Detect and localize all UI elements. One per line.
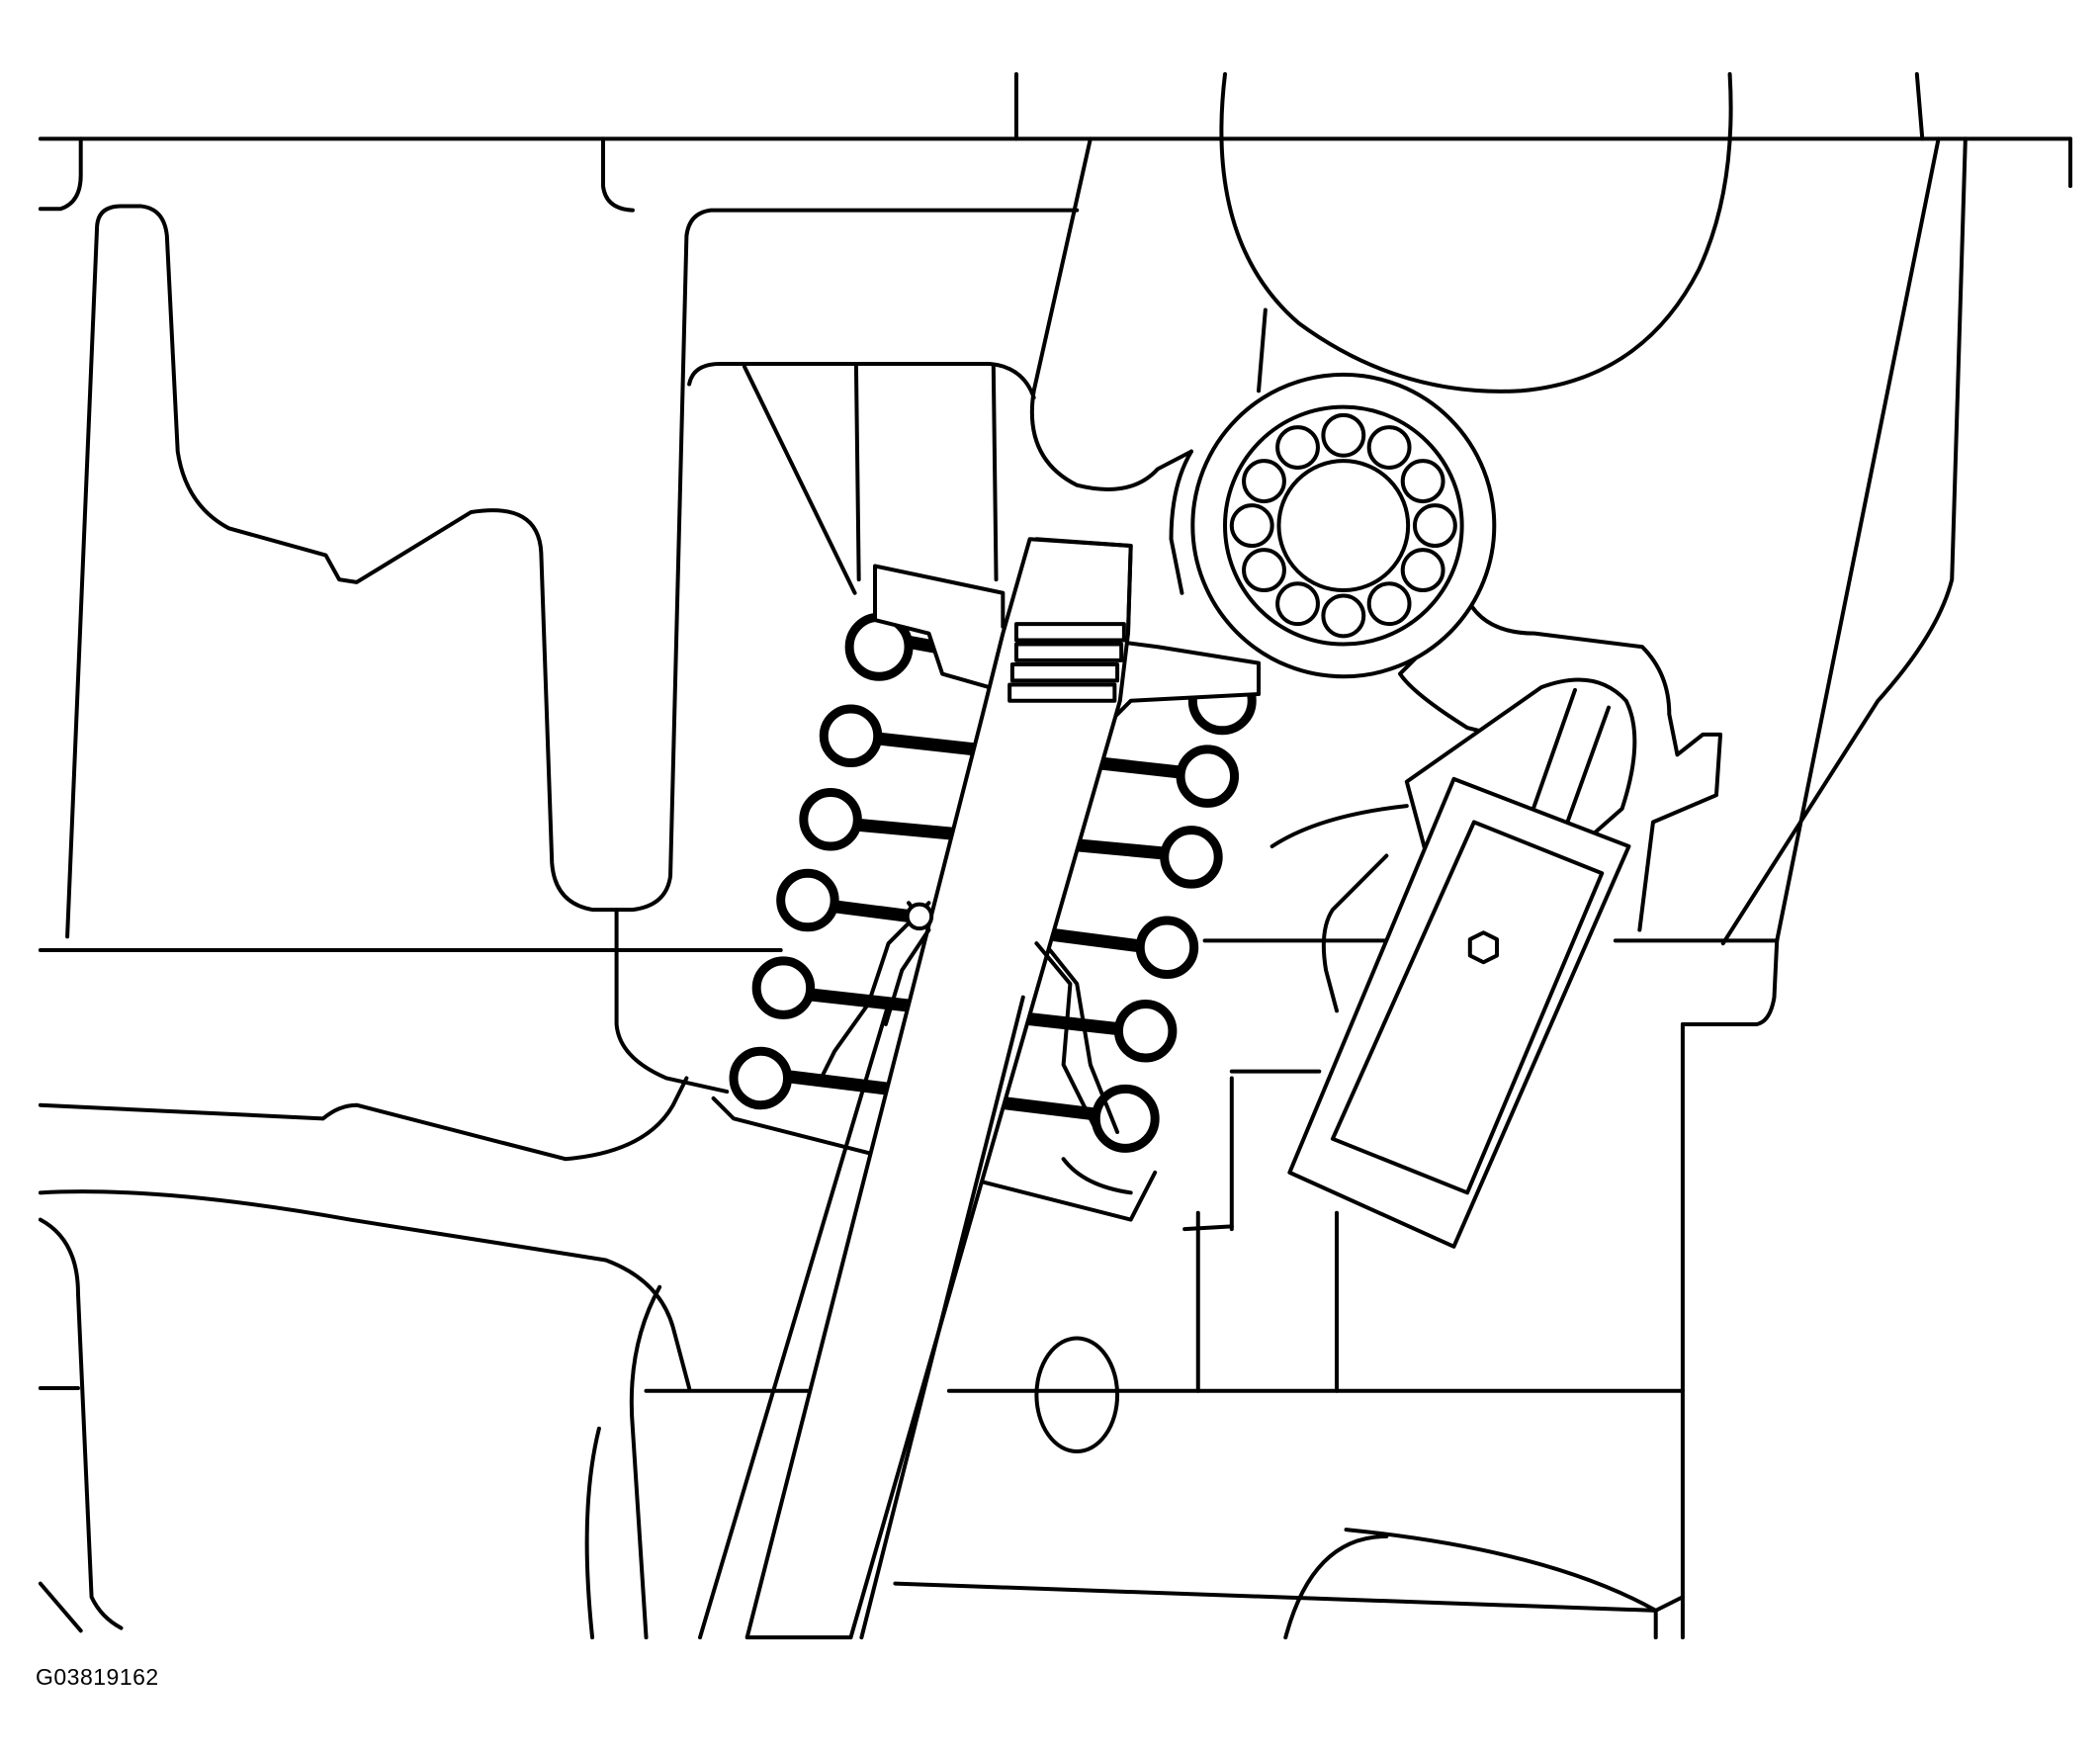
lash-adjuster: [1289, 680, 1634, 1247]
valve-stem: [700, 539, 1131, 1637]
roller-bearing: [1192, 375, 1494, 676]
camshaft-lobe: [1221, 74, 1965, 943]
bearing-rollers: [1232, 415, 1455, 637]
rocker-arm: [1032, 138, 1720, 929]
valve-stem-seal: [822, 903, 1131, 1192]
figure-id-label: G03819162: [36, 1664, 159, 1690]
valve-keepers: [1009, 624, 1124, 701]
